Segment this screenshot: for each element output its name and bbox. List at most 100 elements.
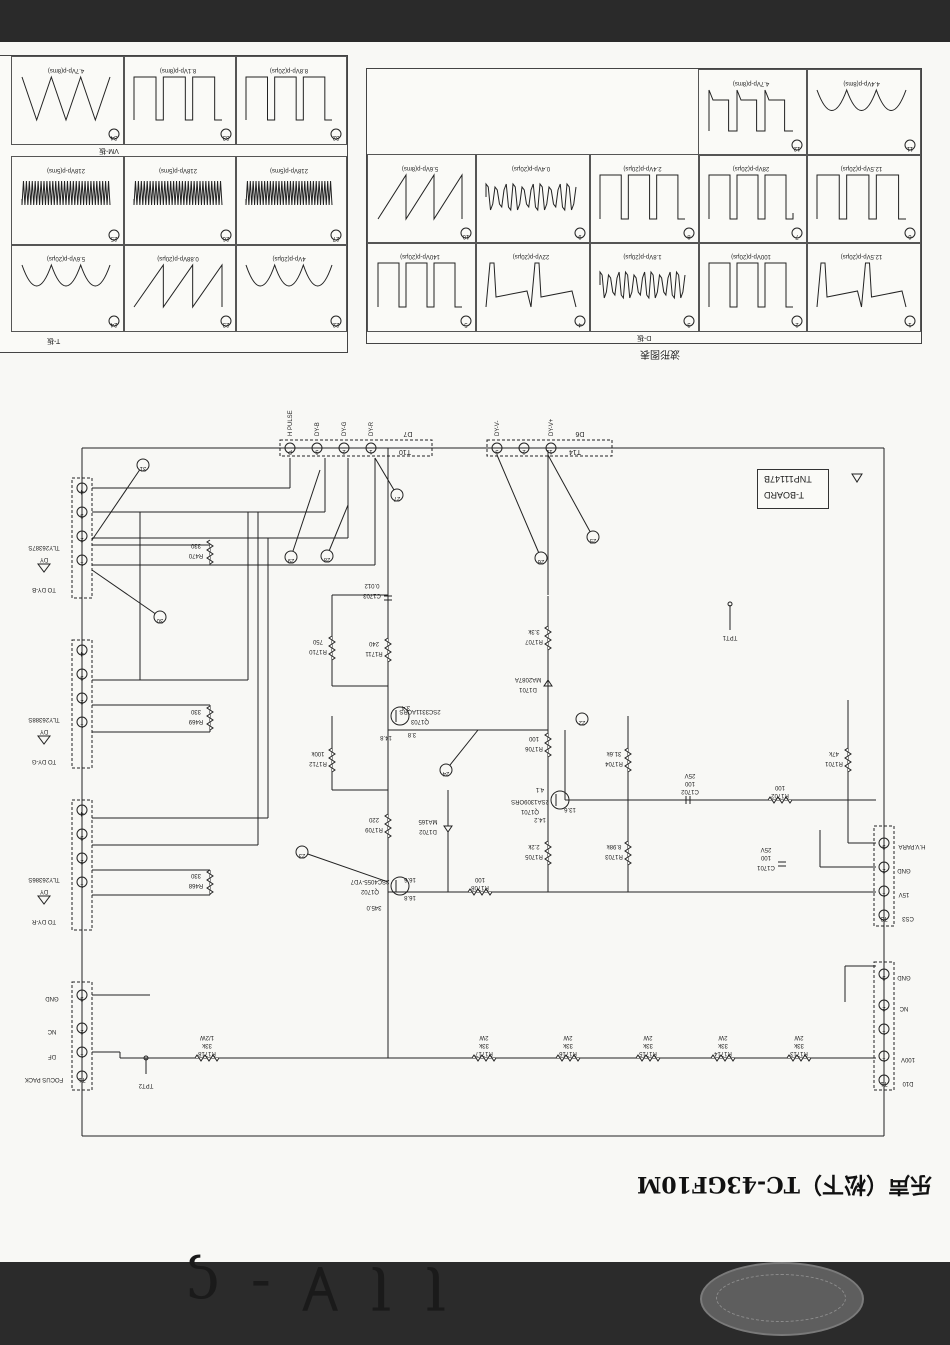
right-pin-num: 1 — [882, 1029, 886, 1035]
rating-r1718: 1/2W — [200, 1034, 214, 1040]
waveform-number-27 — [330, 229, 342, 241]
d6-name: D6 — [575, 430, 584, 437]
waveform-cell-2 — [698, 242, 808, 332]
right-pin-num: 2 — [882, 1005, 886, 1011]
callout-leader — [290, 469, 321, 558]
callout-number-30: 30 — [156, 617, 163, 623]
t10-pin-label-P: H PULSE — [288, 410, 294, 436]
rating-r1713: 2W — [794, 1034, 803, 1040]
callout-circle-27 — [390, 488, 404, 502]
waveform-caption-2: 100Vp-p(20μs) — [731, 253, 771, 259]
ref-r1710: R1710 — [309, 648, 327, 654]
val-q1702: 2SC4055-YD7 — [350, 878, 389, 884]
ref-r1706: R1706 — [525, 745, 543, 751]
waveform-number-circle — [220, 229, 232, 241]
right-pin-num: T3 — [880, 915, 888, 921]
t14-pin-num-3: 3 — [495, 448, 499, 454]
waveform-number-32 — [330, 128, 342, 140]
right-pin-num: 3 — [882, 843, 886, 849]
left-pin — [76, 668, 88, 680]
voltage-reading: 3.8 — [407, 731, 416, 737]
val-r468: 330 — [190, 872, 201, 878]
waveform-trace-33 — [133, 76, 222, 121]
val-r1706: 100 — [528, 735, 539, 741]
right-pin-nc: NC — [899, 1005, 908, 1011]
waveform-trace-32 — [245, 76, 332, 121]
waveform-caption-8: 2.4Vp-p(20μs) — [623, 165, 661, 171]
waveform-cell-24 — [11, 244, 125, 332]
ref-c1701: C1701 — [757, 864, 775, 870]
waveform-number-text: 34 — [110, 134, 117, 140]
waveform-cell-9 — [475, 154, 591, 244]
resistor-r1716 — [555, 1054, 581, 1062]
left-pin-num: 1 — [80, 882, 84, 888]
focus-pin-num: 2 — [80, 1028, 84, 1034]
waveform-cell-12 — [698, 69, 808, 156]
waveform-number-text: 1 — [908, 321, 912, 327]
val-r1718: 33k — [201, 1042, 212, 1048]
left-pin-num: 3 — [80, 834, 84, 840]
waveform-trace-4 — [485, 262, 577, 308]
val-r1704: 31.6k — [606, 750, 622, 756]
left-pin — [76, 852, 88, 864]
waveform-caption-11: 4.4Vp-p(8ms) — [843, 80, 879, 86]
ref-r468: R468 — [188, 882, 203, 888]
waveform-number-text: 4 — [578, 321, 582, 327]
waveform-number-text: 2 — [795, 321, 799, 327]
callout-circle-28 — [320, 549, 334, 563]
waveform-number-circle — [574, 315, 586, 327]
resistor-r1706 — [544, 732, 552, 758]
ref-r469: R469 — [188, 718, 203, 724]
t10-pin-2 — [338, 442, 350, 454]
right-pin — [878, 1074, 890, 1086]
waveform-number-34 — [108, 128, 120, 140]
ref-r470: R470 — [188, 552, 203, 558]
right-pin-num: 1 — [882, 1056, 886, 1062]
right-pin-num: 1 — [882, 891, 886, 897]
waveform-number-9 — [574, 227, 586, 239]
waveform-trace-11 — [816, 88, 907, 111]
callout-leader — [547, 454, 594, 538]
t10-pin-label-1: DY-R — [369, 421, 375, 436]
resistor-r1703 — [624, 840, 632, 866]
left-connector-dy-T13: DY — [40, 556, 48, 562]
ref-r1709: R1709 — [365, 826, 383, 832]
ref-r1704: R1704 — [605, 760, 623, 766]
waveform-number-5 — [460, 315, 472, 327]
waveform-number-12 — [791, 139, 803, 151]
waveform-cell-3 — [589, 242, 700, 332]
left-pin-num: 3 — [80, 512, 84, 518]
callout-leader — [326, 504, 349, 557]
val-r469: 330 — [190, 708, 201, 714]
resistor-r1718 — [194, 1054, 220, 1062]
waveform-number-10 — [460, 227, 472, 239]
t10-pin-num-3: 3 — [315, 448, 319, 454]
right-pin — [878, 837, 890, 849]
val-r1703: 8.98k — [606, 843, 622, 849]
focus-pin — [76, 1046, 88, 1058]
callout-circle-25 — [586, 530, 600, 544]
rating-r1714: 2W — [718, 1034, 727, 1040]
left-connector-label-T13: TO DY-B — [32, 586, 56, 592]
resistor-r1707 — [544, 625, 552, 651]
callout-circle-30 — [153, 610, 167, 624]
waveform-number-text: 10 — [462, 233, 469, 239]
waveform-caption-23: 0.88Vp-p(20μs) — [157, 255, 198, 261]
focus-pin-num: 3 — [80, 995, 84, 1001]
callout-number-22: 22 — [578, 719, 585, 725]
callout-leader — [301, 851, 389, 883]
waveform-cell-5 — [367, 242, 477, 332]
left-connector-label-T12: TO DY-G — [31, 758, 56, 764]
focus-pin-gnd: GND — [45, 995, 59, 1001]
waveform-number-circle — [791, 227, 803, 239]
ref-d1701: D1701 — [519, 686, 537, 692]
waveform-trace-7 — [708, 174, 794, 220]
waveform-cell-10 — [367, 154, 477, 244]
t10-pin-P — [284, 442, 296, 454]
waveform-number-circle — [330, 315, 342, 327]
waveform-caption-32: 8.8Vp-p(20μs) — [270, 67, 308, 73]
waveform-cell-25 — [11, 156, 125, 246]
callout-leader — [91, 569, 161, 618]
waveform-number-circle — [330, 229, 342, 241]
waveform-cell-34 — [11, 56, 125, 145]
